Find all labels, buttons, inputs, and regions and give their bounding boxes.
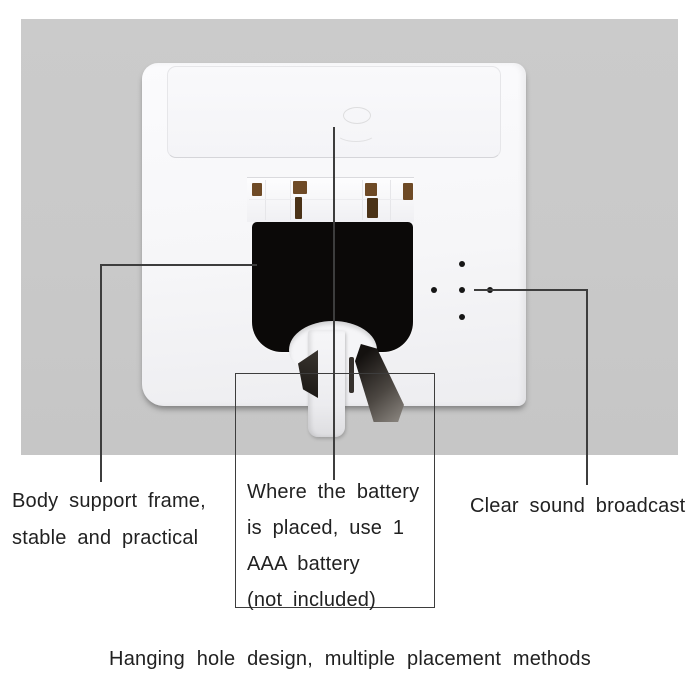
battery-contact-pin [295, 197, 302, 219]
label-body-support-line2: stable and practical [12, 527, 199, 549]
label-battery-line1: Where the battery [247, 481, 420, 503]
callout-line-hanging-hole [333, 127, 335, 480]
label-battery-line2: is placed, use 1 [247, 517, 405, 539]
callout-line-sound [474, 289, 587, 291]
clip-seam [249, 199, 411, 200]
speaker-hole-dot [459, 261, 465, 267]
clip-seam [390, 180, 391, 220]
stand-slot [349, 357, 354, 393]
callout-line-body-support [100, 264, 257, 266]
callout-line-body-support [100, 264, 102, 482]
label-clear-sound: Clear sound broadcast [470, 495, 686, 517]
battery-contact [293, 181, 307, 194]
label-body-support-line1: Body support frame, [12, 490, 206, 512]
speaker-hole-dot [459, 314, 465, 320]
speaker-hole-dot [431, 287, 437, 293]
clip-seam [290, 180, 291, 220]
battery-contact [403, 183, 413, 200]
battery-contact [252, 183, 262, 196]
callout-line-sound [586, 289, 588, 485]
label-battery-line4: (not included) [247, 589, 376, 611]
clip-seam [362, 180, 363, 220]
battery-contact-pin [367, 198, 378, 218]
label-battery-line3: AAA battery [247, 553, 360, 575]
label-battery: Where the battery is placed, use 1 AAA b… [247, 474, 432, 618]
caption-hanging-hole: Hanging hole design, multiple placement … [109, 648, 591, 670]
battery-clip-strip [247, 177, 414, 222]
hanging-hole-icon [343, 107, 371, 124]
hanging-hole-groove [336, 124, 376, 142]
support-leg-left [298, 350, 318, 398]
speaker-hole-dot [459, 287, 465, 293]
battery-contact [365, 183, 377, 196]
battery-callout-box [235, 373, 435, 608]
clip-seam [265, 180, 266, 220]
label-body-support: Body support frame, stable and practical [12, 483, 247, 557]
